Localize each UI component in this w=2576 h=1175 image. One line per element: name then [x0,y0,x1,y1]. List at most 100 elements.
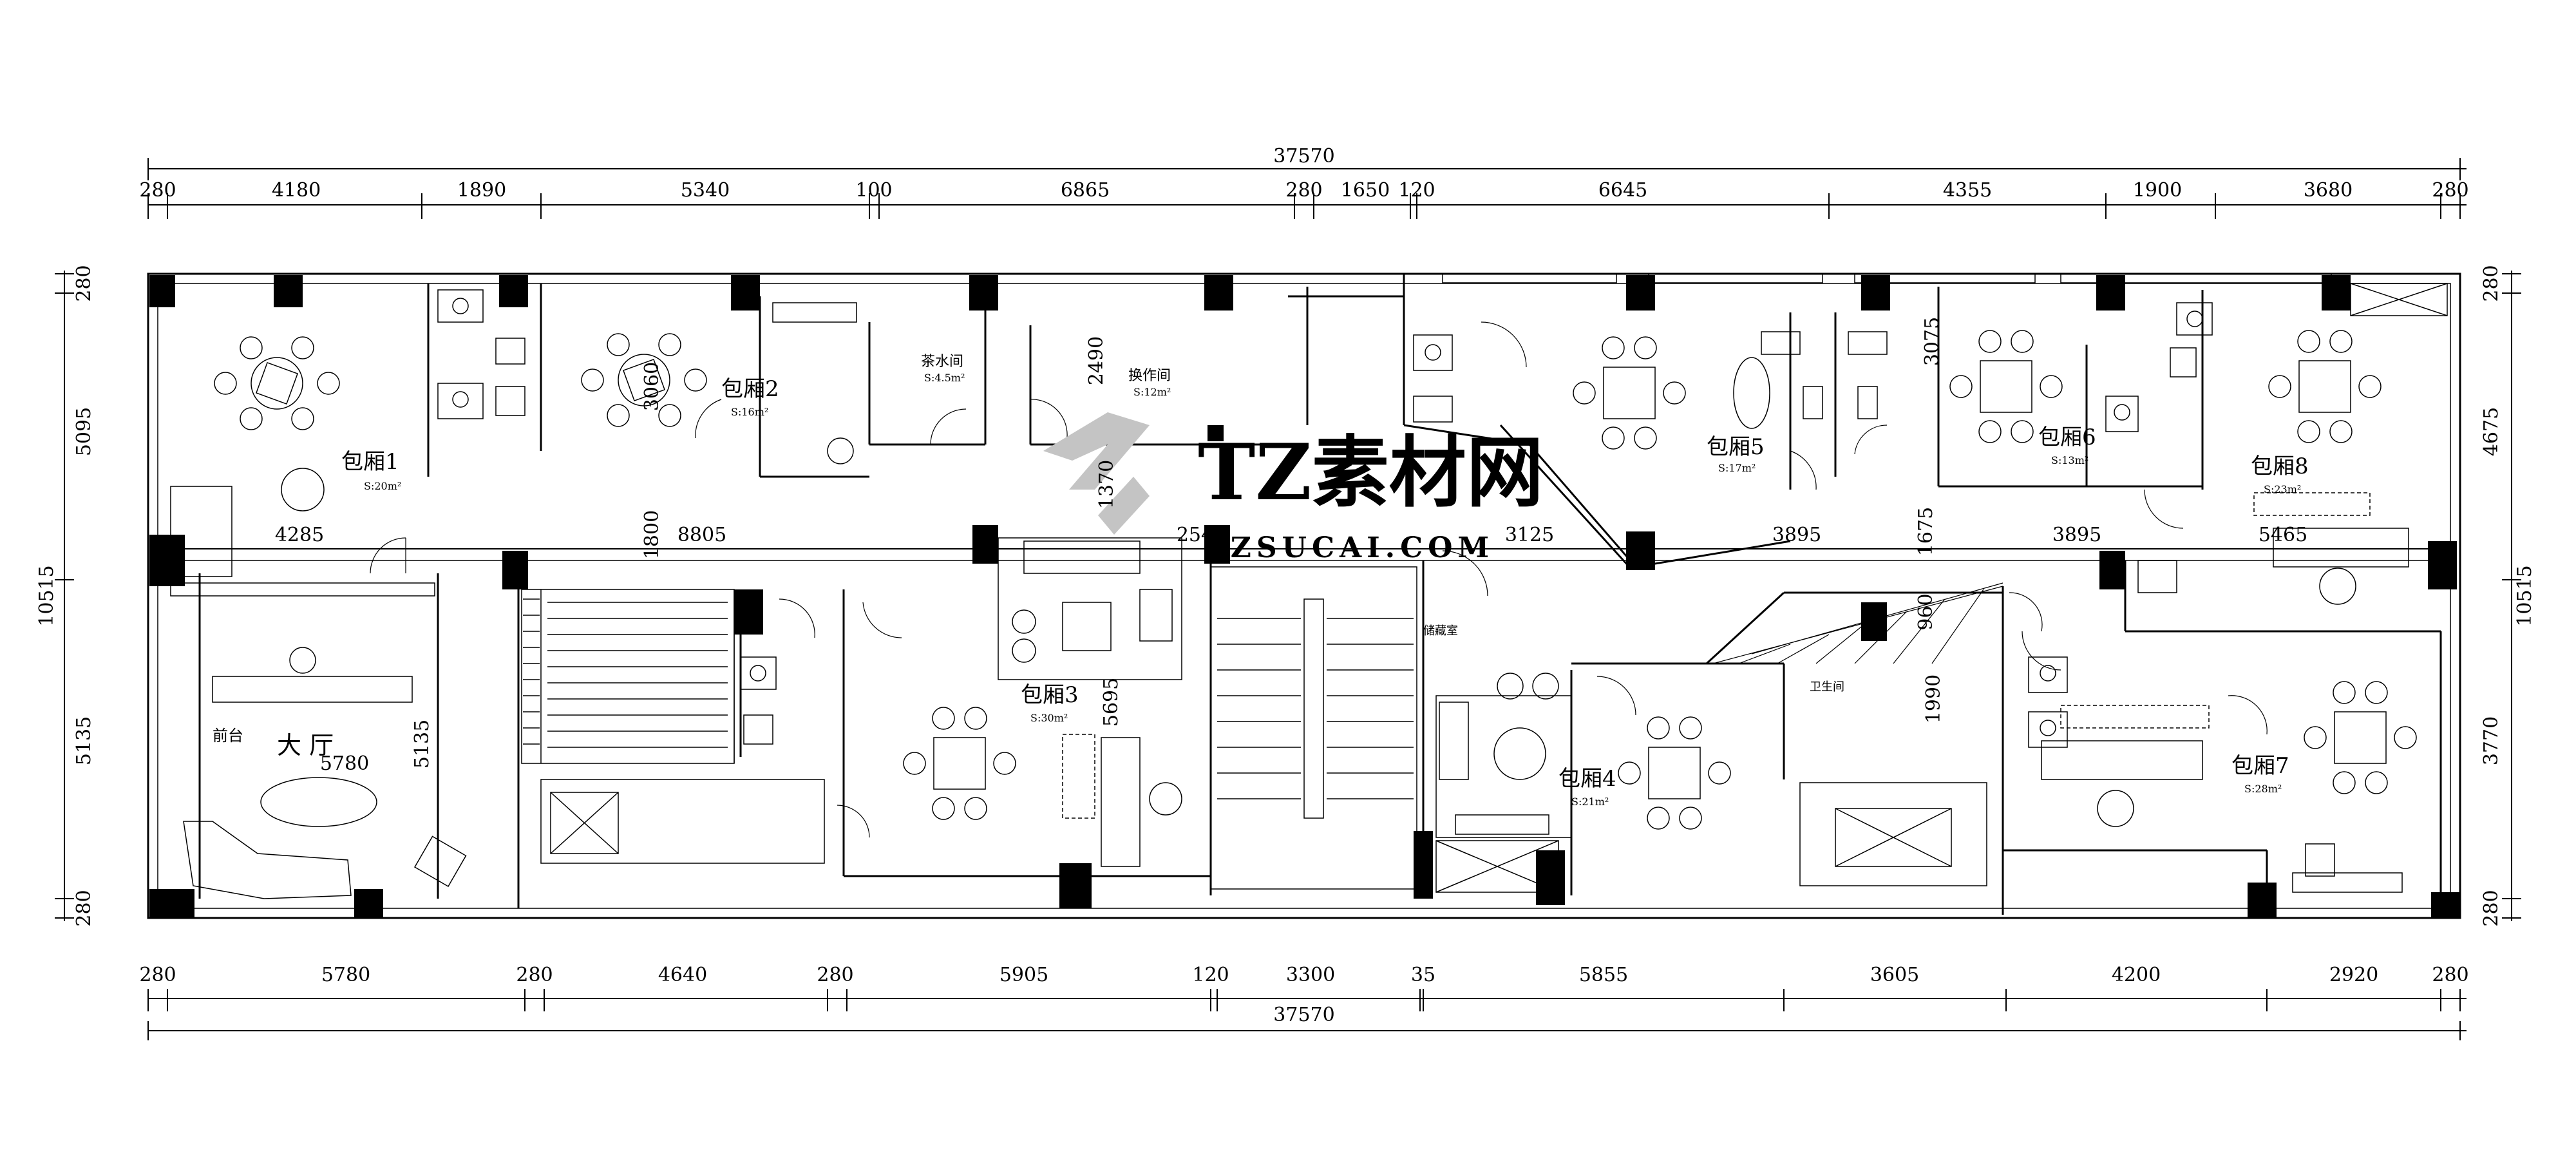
dim-label: 120 [1398,179,1435,202]
dim-label: 5135 [73,716,95,765]
dim-label: 6865 [1061,179,1110,202]
dim-label: 1650 [1341,179,1390,202]
dim-label: 280 [2432,179,2468,202]
room-5-area: S:17m² [1718,462,1756,474]
room-6-area: S:13m² [2051,454,2088,466]
hall-name: 大 厅 [277,731,334,759]
side-dimension-labels: 280 5095 5135 280 280 4675 3770 280 [73,265,2503,926]
dim-label: 1675 [1915,507,1937,556]
room-6-name: 包厢6 [2038,425,2096,450]
dim-label: 280 [139,964,176,986]
dim-label: 4180 [272,179,321,202]
dim-label: 5135 [411,720,433,769]
dim-label: 2920 [2329,964,2378,986]
dim-label: 5780 [320,752,369,775]
dim-label: 280 [139,179,176,202]
dim-label: 3680 [2304,179,2353,202]
dim-label: 6645 [1598,179,1647,202]
dim-label: 280 [1285,179,1322,202]
dim-label: 280 [2432,964,2468,986]
dim-label: 3770 [2480,716,2503,765]
dim-label: 4200 [2112,964,2161,986]
dim-label: 1890 [457,179,506,202]
room-2-area: S:16m² [731,406,768,418]
room-2-name: 包厢2 [721,376,779,402]
dim-label: 120 [1192,964,1229,986]
room-5-name: 包厢5 [1707,434,1765,460]
staircase-center [1210,566,1417,890]
dim-label: 280 [2480,890,2503,926]
dim-label: 4640 [658,964,707,986]
overall-height-right: 10515 [2514,565,2536,626]
dim-label: 2540 [1177,524,1226,546]
room-7-name: 包厢7 [2231,753,2289,779]
dim-label: 3075 [1921,317,1944,366]
room-4-area: S:21m² [1571,796,1609,808]
dim-label: 3605 [1870,964,1919,986]
dim-label: 3125 [1505,524,1554,546]
dim-label: 5695 [1100,678,1122,727]
dim-label: 3300 [1286,964,1335,986]
tea-room-name: 茶水间 [921,354,963,370]
dim-label: 280 [73,265,95,301]
elevator-shafts [1435,283,2448,893]
watermark-logo [1043,412,1150,535]
dim-label: 3060 [641,362,663,411]
overall-width-bottom: 37570 [1273,1004,1334,1026]
dim-label: 5905 [999,964,1048,986]
overall-height-left: 10515 [35,565,58,626]
dim-label: 4355 [1943,179,1992,202]
dim-label: 1990 [1922,674,1945,723]
dim-label: 280 [516,964,553,986]
dim-label: 280 [2480,265,2503,301]
furniture [170,289,2417,899]
inner-dimension-labels: 4285 1800 8805 2540 3125 3895 1675 3895 … [275,317,2307,775]
dim-label: 280 [73,890,95,926]
dim-label: 5780 [321,964,370,986]
structural-columns [149,275,2460,918]
watermark: TZ素材网 TZSUCAI.COM [1043,412,1544,564]
reception-name: 前台 [213,727,243,745]
staircase-diagonal [1712,582,2003,664]
watermark-url: TZSUCAI.COM [1204,531,1494,564]
room-3-name: 包厢3 [1021,682,1079,708]
changing-room-area: S:12m² [1133,386,1171,398]
storage-room-name: 储藏室 [1423,624,1458,638]
washroom-label: 卫生间 [1810,680,1844,694]
dim-label: 1800 [641,510,663,559]
bottom-dimension-labels: 280 5780 280 4640 280 5905 120 3300 35 5… [139,964,2468,986]
walls [147,272,2461,919]
watermark-brand: TZ素材网 [1198,427,1544,518]
room-1-area: S:20m² [364,480,401,492]
dim-label: 4285 [275,524,324,546]
room-1-name: 包厢1 [341,449,399,475]
room-8-area: S:23m² [2264,483,2301,495]
room-8-name: 包厢8 [2251,454,2309,479]
dim-label: 5465 [2259,524,2307,546]
tea-room-area: S:4.5m² [924,372,965,384]
door-swings [370,321,2268,838]
dimension-lines [55,158,2521,1040]
room-labels: 包厢1 S:20m² 包厢2 S:16m² 包厢3 S:30m² 包厢4 S:2… [213,354,2309,808]
room-3-area: S:30m² [1030,712,1068,724]
dim-label: 3895 [2052,524,2101,546]
staircase-left [521,589,825,864]
dim-label: 1900 [2133,179,2182,202]
room-7-area: S:28m² [2244,783,2282,795]
dim-label: 5340 [681,179,730,202]
dim-label: 35 [1411,964,1435,986]
dim-label: 2490 [1085,336,1108,385]
changing-room-name: 换作间 [1128,368,1171,384]
dim-label: 1370 [1095,460,1118,509]
dim-label: 5855 [1579,964,1628,986]
dim-label: 4675 [2480,407,2503,456]
dim-label: 3895 [1772,524,1821,546]
dim-label: 960 [1915,593,1937,630]
dim-label: 8805 [677,524,726,546]
dim-label: 100 [855,179,892,202]
top-dimension-labels: 280 4180 1890 5340 100 6865 280 1650 120… [139,179,2468,202]
overall-width-top: 37570 [1273,145,1334,167]
dim-label: 5095 [73,407,95,456]
dim-label: 280 [817,964,853,986]
